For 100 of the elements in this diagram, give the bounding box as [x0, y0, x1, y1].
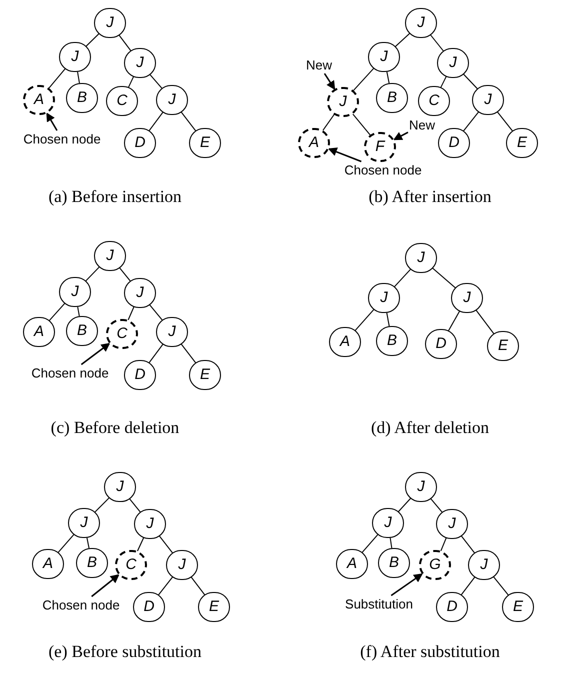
tree-edge: [158, 536, 174, 554]
tree-node: J: [134, 509, 166, 539]
tree-edge: [85, 266, 100, 282]
caption: (b) After insertion: [368, 187, 492, 207]
tree-node: J: [124, 278, 156, 308]
tree-edge: [386, 312, 390, 327]
tree-edge: [460, 536, 476, 554]
tree-node: A: [329, 327, 361, 357]
tree-edge: [158, 576, 173, 596]
tree-node: D: [425, 329, 457, 359]
tree-edge: [354, 309, 374, 331]
tree-node: J: [472, 85, 504, 115]
arrow: [91, 574, 120, 598]
annotation-text: Chosen node: [31, 366, 109, 380]
tree-node: E: [502, 592, 534, 622]
tree-edge: [149, 304, 163, 321]
caption: (e) Before substitution: [48, 642, 202, 662]
tree-node: D: [133, 592, 165, 622]
tree-node: A: [23, 85, 55, 115]
arrow: [393, 132, 408, 140]
tree-node: J: [405, 243, 437, 273]
tree-node: J: [451, 283, 483, 313]
tree-node: E: [198, 592, 230, 622]
caption: (d) After deletion: [371, 418, 489, 438]
tree-edge: [362, 534, 378, 553]
tree-node: E: [189, 128, 221, 158]
tree-edge: [148, 344, 164, 364]
tree-edge: [94, 497, 110, 513]
tree-edge: [48, 68, 66, 89]
caption: (c) Before deletion: [50, 418, 180, 438]
tree-edge: [128, 76, 134, 88]
tree-edge: [476, 310, 494, 334]
tree-edge: [390, 537, 392, 549]
tree-node: J: [368, 42, 400, 72]
tree-node: J: [68, 508, 100, 538]
tree-node: B: [66, 316, 98, 346]
tree-node: A: [32, 549, 64, 579]
tree-edge: [190, 576, 206, 596]
tree-node: J: [166, 550, 198, 580]
annotation-text: Chosen node: [23, 132, 101, 146]
tree-node: J: [327, 87, 359, 117]
annotation-text: Substitution: [345, 596, 413, 612]
caption: (a) Before insertion: [48, 187, 182, 207]
tree-node: A: [23, 317, 55, 347]
tree-node: J: [437, 48, 469, 78]
tree-edge: [493, 576, 509, 596]
tree-node: B: [66, 83, 98, 113]
tree-node: E: [487, 331, 519, 361]
tree-edge: [58, 534, 74, 553]
caption: (f) After substitution: [360, 642, 500, 662]
tree-node: J: [124, 48, 156, 78]
tree-node: J: [94, 8, 126, 38]
tree-edge: [394, 33, 410, 47]
tree-edge: [386, 71, 390, 84]
tree-node: C: [418, 86, 450, 116]
tree-node: J: [156, 317, 188, 347]
tree-edge: [48, 302, 66, 322]
tree-node: B: [376, 326, 408, 356]
tree-edge: [128, 306, 134, 321]
tree-edge: [352, 113, 371, 136]
tree-edge: [118, 34, 132, 52]
tree-edge: [86, 33, 100, 47]
tree-node: D: [436, 592, 468, 622]
tree-node: J: [368, 283, 400, 313]
tree-node: D: [124, 128, 156, 158]
tree-node: B: [378, 548, 410, 578]
tree-node: J: [104, 472, 136, 502]
annotation-text: New: [306, 58, 332, 72]
tree-edge: [398, 498, 412, 512]
tree-edge: [394, 268, 412, 288]
tree-node: E: [506, 128, 538, 158]
tree-edge: [77, 71, 80, 84]
tree-edge: [148, 112, 164, 132]
tree-edge: [119, 267, 131, 282]
tree-node: E: [189, 360, 221, 390]
tree-edge: [430, 34, 444, 52]
tree-edge: [77, 306, 80, 317]
tree-edge: [129, 498, 141, 513]
tree-node: J: [468, 550, 500, 580]
tree-node: C: [106, 319, 138, 349]
tree-node: A: [298, 128, 330, 158]
tree-node: J: [59, 42, 91, 72]
tree-edge: [432, 268, 456, 288]
tree-edge: [463, 74, 478, 90]
tree-node: D: [438, 128, 470, 158]
tree-node: J: [405, 472, 437, 502]
tree-edge: [352, 68, 374, 92]
tree-node: B: [376, 83, 408, 113]
tree-edge: [460, 576, 476, 596]
annotation-text: Chosen node: [42, 598, 120, 612]
tree-node: G: [419, 550, 451, 580]
tree-edge: [430, 498, 443, 513]
arrow: [324, 73, 336, 90]
tree-node: J: [372, 508, 404, 538]
tree-node: J: [405, 8, 437, 38]
tree-node: J: [156, 85, 188, 115]
tree-edge: [180, 344, 196, 364]
tree-edge: [497, 112, 513, 132]
tree-node: A: [336, 549, 368, 579]
tree-edge: [136, 537, 144, 552]
